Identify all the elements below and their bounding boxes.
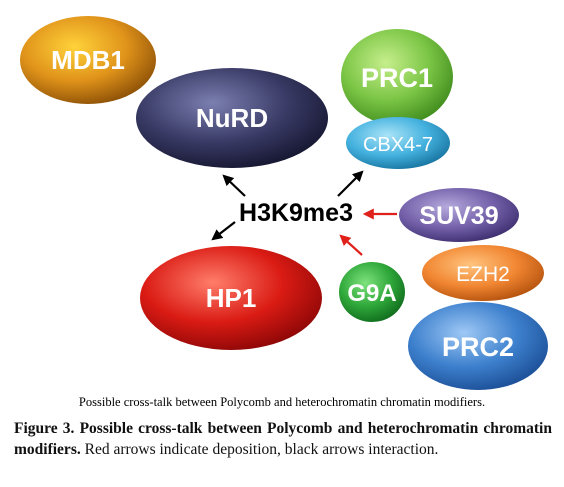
arrow-from-g9a	[339, 234, 363, 256]
node-ezh2: EZH2	[422, 245, 544, 301]
h3k9me3-label: H3K9me3	[239, 199, 353, 227]
hp1-label: HP1	[206, 283, 257, 313]
arrow-to-nurd	[222, 174, 246, 197]
node-suv39: SUV39	[399, 188, 519, 242]
node-cbx: CBX4-7	[346, 117, 450, 169]
g9a-label: G9A	[347, 280, 396, 307]
node-nurd: NuRD	[136, 68, 328, 168]
node-mdb1: MDB1	[20, 16, 156, 104]
mdb1-label: MDB1	[51, 45, 125, 75]
node-prc2: PRC2	[408, 302, 548, 390]
nurd-label: NuRD	[196, 103, 268, 133]
cbx-label: CBX4-7	[363, 134, 433, 156]
arrow-to-cbx	[337, 170, 364, 197]
figure-caption: Figure 3. Possible cross-talk between Po…	[14, 418, 552, 460]
diagram: MDB1 NuRD PRC1 CBX4-7 SUV39 EZH2 G9A HP1…	[20, 16, 548, 390]
inline-caption: Possible cross-talk between Polycomb and…	[78, 395, 486, 409]
figure-caption-label: Figure 3. Possible cross-talk between Po…	[14, 420, 552, 458]
node-hp1: HP1	[140, 246, 322, 350]
figure-caption-text: Red arrows indicate deposition, black ar…	[80, 441, 439, 458]
arrow-to-hp1	[211, 221, 236, 241]
node-g9a: G9A	[339, 262, 405, 322]
ezh2-label: EZH2	[456, 263, 510, 286]
node-prc1: PRC1	[341, 29, 453, 125]
suv39-label: SUV39	[419, 202, 498, 230]
prc1-label: PRC1	[361, 63, 433, 93]
prc2-label: PRC2	[442, 332, 514, 362]
